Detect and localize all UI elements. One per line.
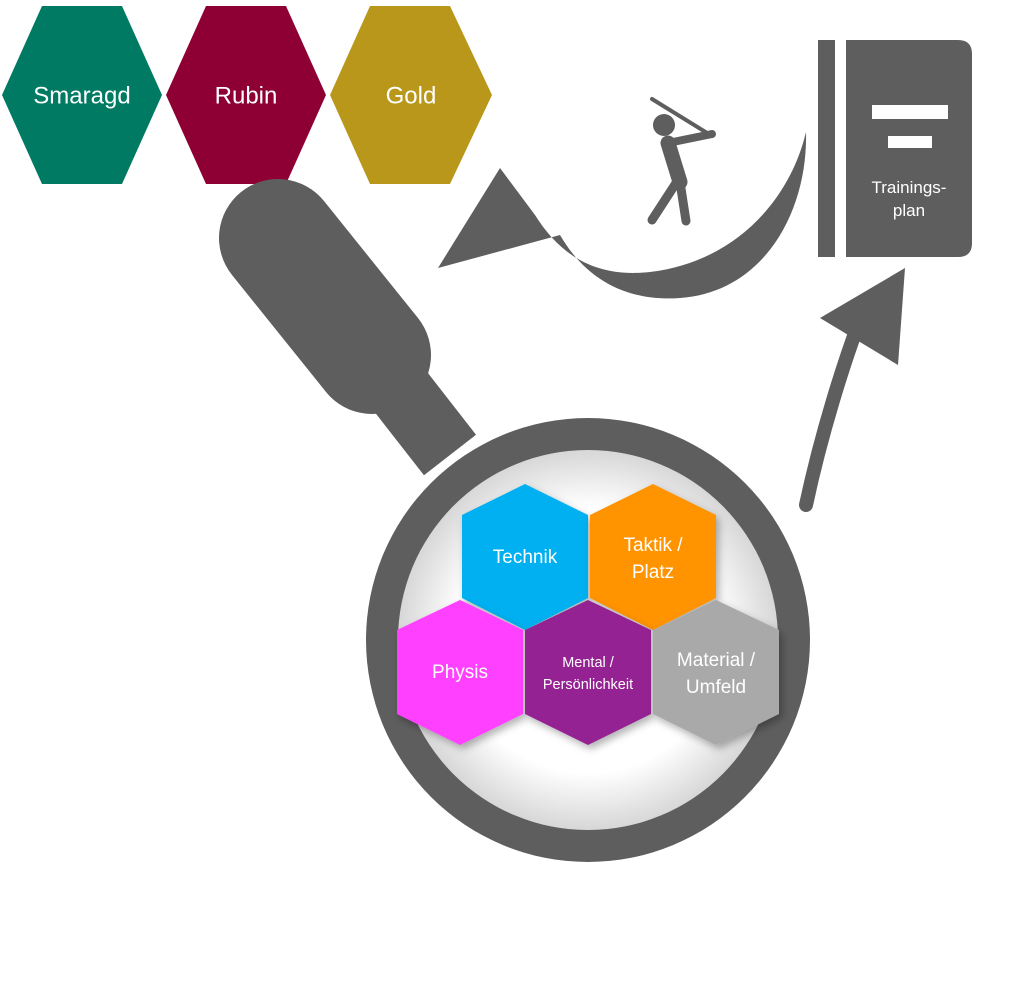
level-hex-smaragd-shape [2,6,162,184]
category-hex-physis: Physis [397,600,523,745]
category-hex-taktik-shape [590,484,716,630]
category-hex-material: Material / Umfeld [653,600,779,745]
plan-label-line1: Trainings- [872,178,947,197]
category-hex-physis-shape [397,600,523,745]
category-label-mental-line2: Persönlichkeit [543,677,633,693]
level-label-rubin: Rubin [215,82,278,109]
book-spine [818,40,835,257]
book-icon: Trainings- plan [818,40,972,257]
category-label-technik: Technik [493,547,558,568]
level-hex-gold-shape [330,6,492,184]
level-hex-smaragd: Smaragd [2,6,162,184]
category-label-material-line1: Material / [677,650,756,671]
category-hex-taktik: Taktik / Platz [590,484,716,630]
arrow-up-icon [799,268,905,512]
category-hex-material-shape [653,600,779,745]
category-label-material-line2: Umfeld [686,677,746,698]
book-line-short [888,136,932,148]
category-label-taktik-line1: Taktik / [623,535,683,556]
level-label-smaragd: Smaragd [33,82,130,109]
category-hex-technik: Technik [462,484,588,630]
book-line-long [872,105,948,119]
level-hex-gold: Gold [330,6,492,184]
book-cover [846,40,972,257]
magnifier-handle [219,179,477,476]
category-label-taktik-line2: Platz [632,562,674,583]
curved-arrow-icon [438,132,807,299]
level-hex-rubin: Rubin [166,6,326,184]
golfer-icon [647,97,716,226]
category-label-mental-line1: Mental / [562,655,615,671]
category-hex-mental: Mental / Persönlichkeit [525,600,651,745]
category-label-physis: Physis [432,662,488,683]
level-hex-rubin-shape [166,6,326,184]
level-label-gold: Gold [386,82,437,109]
category-hex-technik-shape [462,484,588,630]
category-hex-mental-shape [525,600,651,745]
plan-label-line2: plan [893,201,925,220]
